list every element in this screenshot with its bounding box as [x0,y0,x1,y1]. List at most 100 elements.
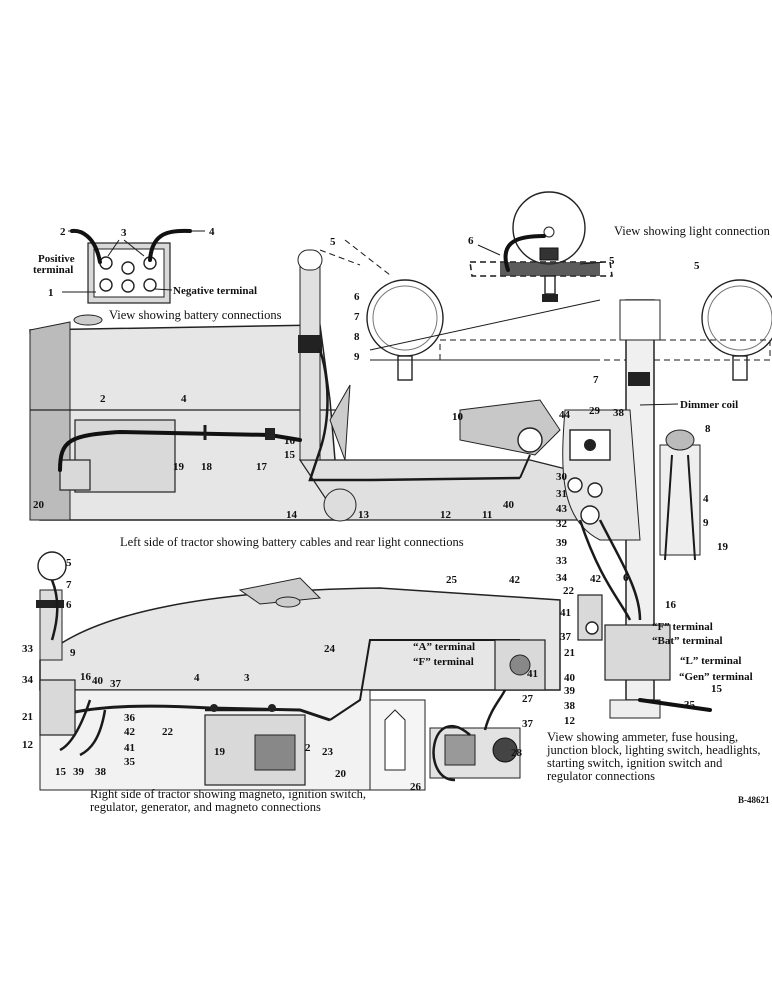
callout: 33 [556,555,568,567]
callout: 34 [556,572,568,584]
headlight-left [366,279,444,357]
cable-4 [148,228,192,262]
callout: 16 [80,671,92,683]
positive-label: terminal [33,264,73,276]
callout: 41 [124,742,135,754]
callout: 4 [181,393,187,405]
callout: 8 [705,423,711,435]
positive-post [99,256,113,270]
callout: 28 [511,747,523,759]
callout: 40 [564,672,576,684]
right-side-caption: Right side of tractor showing magneto, i… [90,787,366,801]
callout: 12 [22,739,34,751]
callout: 22 [162,726,174,738]
callout: 3 [244,672,250,684]
callout: 2 [305,742,311,754]
battery-caption: View showing battery connections [109,308,282,322]
callout: 4 [194,672,200,684]
gear-lever [329,384,351,461]
ammeter-caption: starting switch, ignition switch and [547,756,723,770]
f-terminal-label: “F” terminal [652,621,713,633]
callout: 25 [446,574,458,586]
callout: 12 [440,509,452,521]
callout: 13 [358,509,370,521]
callout: 38 [95,766,107,778]
callout: 16 [665,599,677,611]
callout: 18 [201,461,213,473]
bat-terminal-label: “Bat” terminal [652,635,723,647]
seat [459,399,561,456]
callout: 1 [48,287,54,299]
dimmer-label: Dimmer coil [680,399,738,411]
harness-wire [578,519,632,621]
positive-label: Positive [38,253,75,265]
callout: 29 [589,405,601,417]
callout: 20 [33,499,45,511]
callout: 5 [66,557,72,569]
callout: 6 [623,572,629,584]
callout: 20 [335,768,347,780]
light-view: 6 5 View showing light connection [468,191,771,302]
callout: 19 [214,746,226,758]
callout: 8 [354,331,360,343]
callout: 35 [684,699,696,711]
battery-cable [58,429,302,472]
callout: 14 [286,509,298,521]
callout: 16 [284,435,296,447]
callout: 37 [110,678,122,690]
callout: 7 [66,579,72,591]
callout: 9 [354,351,360,363]
rear-light-wire [308,349,521,482]
callout: 39 [556,537,568,549]
light-wire [503,234,546,272]
callout: 19 [173,461,185,473]
callout: 31 [556,488,567,500]
drawing-code: B-48621 [738,795,770,805]
callout: 6 [66,599,72,611]
callout: 37 [522,718,534,730]
light-caption: View showing light connection [614,224,771,238]
callout: 12 [564,715,576,727]
headlight-right [701,279,772,357]
callout: 40 [503,499,515,511]
callout: 2 [100,393,106,405]
light-post [299,259,321,461]
side-light [37,551,67,581]
callout: 27 [522,693,534,705]
l-terminal-label: “L” terminal [680,655,741,667]
callout: 43 [556,503,568,515]
ammeter-caption: regulator connections [547,769,655,783]
callout: 34 [22,674,34,686]
left-side-caption: Left side of tractor showing battery cab… [120,535,464,549]
callout: 21 [564,647,575,659]
callout: 4 [703,493,709,505]
callout: 6 [354,291,360,303]
callout: 10 [452,411,464,423]
callout: 4 [209,226,215,238]
callout: 7 [354,311,360,323]
callout: 5 [609,255,615,267]
callout: 41 [527,668,538,680]
f-terminal-label: “F” terminal [413,656,474,668]
callout: 15 [711,683,723,695]
callout: 26 [410,781,422,793]
callout: 24 [324,643,336,655]
rear-light [517,427,543,453]
callout: 41 [560,607,571,619]
callout: 32 [556,518,568,530]
callout: 23 [322,746,334,758]
callout: 3 [121,227,127,239]
gen-terminal-label: “Gen” terminal [679,671,753,683]
callout: 15 [55,766,67,778]
callout: 35 [124,756,136,768]
negative-label: Negative terminal [173,285,257,297]
callout: 38 [613,407,625,419]
callout: 42 [590,573,602,585]
callout: 36 [124,712,136,724]
callout: 9 [703,517,709,529]
callout: 40 [92,675,104,687]
callout: 5 [330,236,336,248]
callout: 42 [509,574,521,586]
callout: 5 [694,260,700,272]
